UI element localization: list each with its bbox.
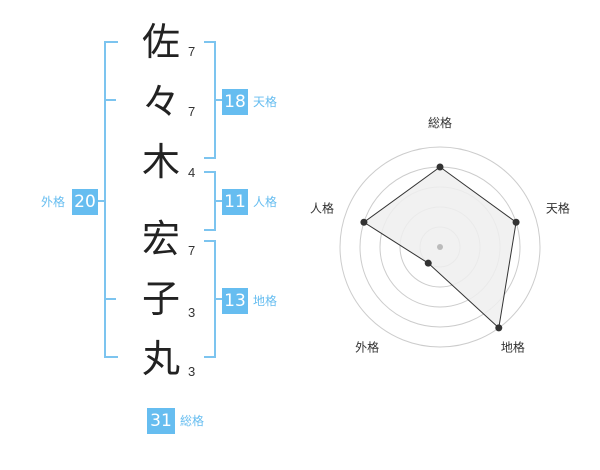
tenkaku-score: 18 [222, 89, 248, 115]
radar-point-3 [495, 324, 503, 332]
radar-axis-label-4: 外格 [355, 339, 379, 354]
radar-point-1 [436, 163, 444, 171]
stroke-count-3: 4 [188, 165, 196, 180]
name-character-4: 宏 [141, 217, 180, 261]
name-character-1: 佐 [141, 20, 180, 64]
tenkaku-bracket [204, 41, 216, 159]
radar-points [360, 163, 520, 332]
gaikaku-tick [96, 200, 104, 202]
name-character-6: 丸 [141, 337, 180, 381]
radar-axis-label-2: 天格 [546, 201, 570, 216]
stroke-count-4: 7 [188, 243, 196, 258]
name-character-3: 木 [141, 140, 180, 184]
jinkaku-label: 人格 [253, 195, 278, 209]
soukaku-label: 総格 [180, 414, 205, 428]
stroke-count-1: 7 [188, 44, 196, 59]
jinkaku-score: 11 [222, 189, 248, 215]
radar-point-2 [512, 218, 520, 226]
radar-point-4 [424, 259, 432, 267]
jinkaku-tick [216, 200, 224, 202]
soukaku-score: 31 [147, 408, 175, 434]
stroke-count-2: 7 [188, 104, 196, 119]
radar-axis-label-3: 地格 [501, 339, 525, 354]
radar-ring-5 [339, 146, 541, 348]
name-character-5: 子 [141, 277, 180, 321]
stroke-count-6: 3 [188, 364, 196, 379]
jinkaku-bracket [204, 171, 216, 231]
radar-point-5 [360, 218, 368, 226]
name-character-2: 々 [141, 80, 180, 124]
radar-axis-label-1: 総格 [428, 115, 452, 130]
chikaku-tick [216, 298, 224, 300]
gaikaku-inner-tick-1 [104, 99, 116, 101]
chikaku-bracket [204, 240, 216, 358]
name-breakdown-panel: 佐 々 木 宏 子 丸 7 7 4 7 3 3 18 天格 11 人格 13 地… [41, 20, 278, 434]
gaikaku-bracket [104, 41, 118, 358]
tenkaku-tick [216, 99, 224, 101]
tenkaku-label: 天格 [253, 95, 278, 109]
radar-axis-label-5: 人格 [310, 201, 334, 216]
stroke-count-5: 3 [188, 305, 196, 320]
gaikaku-score: 20 [72, 189, 98, 215]
chikaku-score: 13 [222, 288, 248, 314]
gaikaku-label: 外格 [41, 195, 66, 209]
radar-center-dot [437, 244, 443, 250]
gaikaku-inner-tick-2 [104, 298, 116, 300]
chikaku-label: 地格 [253, 294, 278, 308]
